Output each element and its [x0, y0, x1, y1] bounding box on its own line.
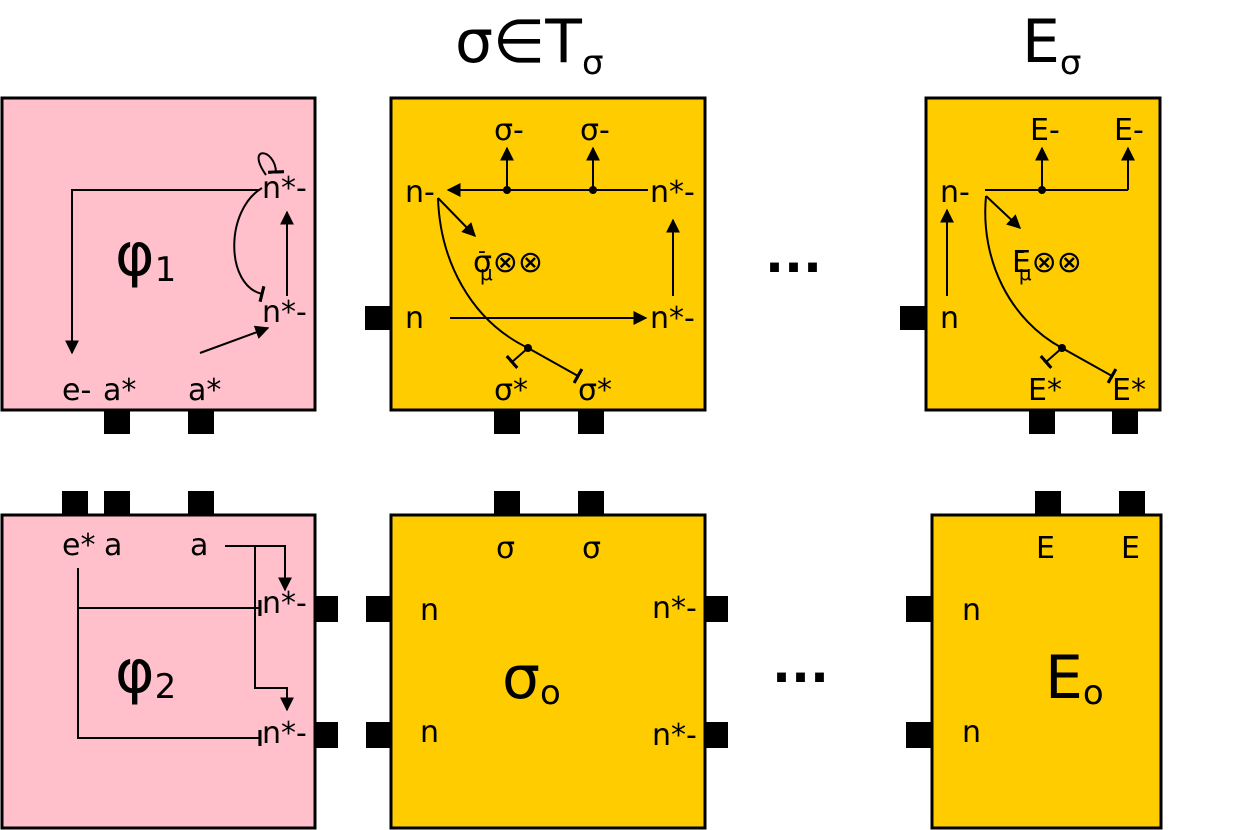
port-square	[316, 596, 338, 622]
port-square	[494, 410, 520, 434]
E-bottom-E-2: E	[1121, 531, 1140, 566]
header-sigma-in-T: σ∈Tσ	[455, 7, 604, 83]
phi1-self-loop	[257, 152, 285, 176]
E-top-arrow-n-to-mu	[985, 195, 1022, 229]
port-square	[578, 410, 604, 434]
port-square	[1029, 410, 1055, 434]
port-square	[906, 722, 932, 748]
ellipsis-top: ...	[765, 226, 822, 284]
ports-top-row	[104, 306, 1138, 434]
phi2-wire-a-to-n1	[225, 545, 292, 592]
phi2-a-1: a	[104, 528, 122, 563]
phi1-a-star-2: a*	[188, 373, 221, 408]
phi2-a-2: a	[190, 528, 208, 563]
port-square	[578, 491, 604, 515]
sigma-top-sigma-mu: σ-μ⊗⊗	[473, 239, 543, 285]
sigma-top-arrow-n-to-mu	[437, 197, 476, 238]
ports-bottom-row	[62, 491, 1145, 748]
tile-sigma-bottom: σ σ n n n*- n*- σo	[389, 513, 707, 830]
tile-sigma-top-box	[389, 96, 707, 412]
tile-E-top: E- E- n- n E-μ⊗⊗ E* E*	[924, 96, 1162, 412]
ellipsis-bottom: ...	[772, 636, 829, 694]
phi2-n-star-minus-2: n*-	[262, 716, 307, 751]
sigma-top-curve	[437, 197, 529, 349]
E-top-E-minus-1: E-	[1030, 113, 1060, 148]
tile-sigma-bottom-box	[389, 513, 707, 830]
sigma-top-sigma-minus-2: σ-	[580, 113, 610, 148]
tile-phi1: φ1 n*- n*- e- a* a*	[0, 96, 317, 412]
phi2-label: φ2	[115, 637, 176, 707]
phi1-n-star-minus-bottom: n*-	[262, 295, 307, 330]
sigma-top-n-minus: n-	[405, 175, 435, 210]
phi1-e-minus: e-	[62, 373, 91, 408]
phi1-n-star-minus-top: n*-	[262, 171, 307, 206]
E-top-n: n	[940, 301, 959, 336]
E-top-curve	[984, 195, 1063, 349]
port-square	[316, 722, 338, 748]
sigma-top-sigma-star-1: σ*	[494, 373, 528, 408]
sigma-top-bar-1	[505, 347, 529, 370]
phi2-n-star-minus-1: n*-	[262, 586, 307, 621]
port-square	[706, 722, 728, 748]
port-square	[188, 491, 214, 515]
E-bottom-n-1: n	[962, 593, 981, 628]
phi2-wire-e-to-n2	[77, 608, 262, 746]
port-square	[1035, 491, 1061, 515]
port-square	[62, 491, 88, 515]
port-square	[366, 596, 390, 622]
E-top-E-mu: E-μ⊗⊗	[1012, 239, 1082, 285]
port-square	[494, 491, 520, 515]
sigma-bottom-n-star-minus-1: n*-	[652, 591, 697, 626]
sigma-top-n: n	[405, 301, 424, 336]
sigma-bottom-n-2: n	[420, 715, 439, 750]
sigma-bottom-center: σo	[502, 643, 561, 713]
phi2-e-star: e*	[62, 528, 95, 563]
sigma-top-bar-2	[527, 347, 584, 384]
E-top-n-minus: n-	[940, 175, 970, 210]
tile-E-bottom-box	[930, 513, 1163, 830]
sigma-bottom-sigma-2: σ	[582, 531, 601, 566]
port-square	[366, 722, 390, 748]
E-top-bar-2	[1061, 347, 1118, 384]
sigma-bottom-sigma-1: σ	[496, 531, 515, 566]
E-bottom-center: Eo	[1045, 643, 1104, 713]
sigma-top-n-star-minus-top: n*-	[650, 175, 695, 210]
E-top-E-minus-2: E-	[1114, 113, 1144, 148]
port-square	[1112, 410, 1138, 434]
sigma-bottom-n-star-minus-2: n*-	[652, 718, 697, 753]
header-E-sigma: Eσ	[1022, 7, 1081, 83]
tile-phi2: φ2 e* a a n*- n*-	[0, 513, 317, 830]
port-square	[706, 596, 728, 622]
phi1-label: φ1	[115, 220, 176, 290]
tile-phi1-box	[0, 96, 317, 412]
phi2-wire-a-to-n2	[254, 546, 294, 712]
phi1-arrow-a-to-n	[199, 325, 270, 354]
tile-E-bottom: E E n n Eo	[930, 513, 1163, 830]
port-square	[104, 410, 130, 434]
tile-phi2-box	[0, 513, 317, 830]
sigma-top-n-star-minus-bottom: n*-	[650, 301, 695, 336]
sigma-top-sigma-star-2: σ*	[578, 373, 612, 408]
E-bottom-E-1: E	[1036, 531, 1055, 566]
tile-sigma-top: σ- σ- n- n*- n n*- σ-μ⊗⊗ σ* σ*	[389, 96, 707, 412]
E-bottom-n-2: n	[962, 715, 981, 750]
E-top-E-star-1: E*	[1028, 373, 1062, 408]
sigma-top-sigma-minus-1: σ-	[494, 113, 524, 148]
port-square	[906, 596, 932, 622]
phi1-curve-nn	[233, 187, 266, 303]
port-square	[188, 410, 214, 434]
port-square	[900, 306, 926, 330]
port-square	[365, 306, 391, 330]
phi1-wire-n-to-e	[65, 189, 258, 355]
sigma-bottom-n-1: n	[420, 593, 439, 628]
phi1-a-star-1: a*	[103, 373, 136, 408]
port-square	[1119, 491, 1145, 515]
E-top-bar-1	[1039, 347, 1063, 370]
E-top-E-star-2: E*	[1112, 373, 1146, 408]
port-square	[104, 491, 130, 515]
